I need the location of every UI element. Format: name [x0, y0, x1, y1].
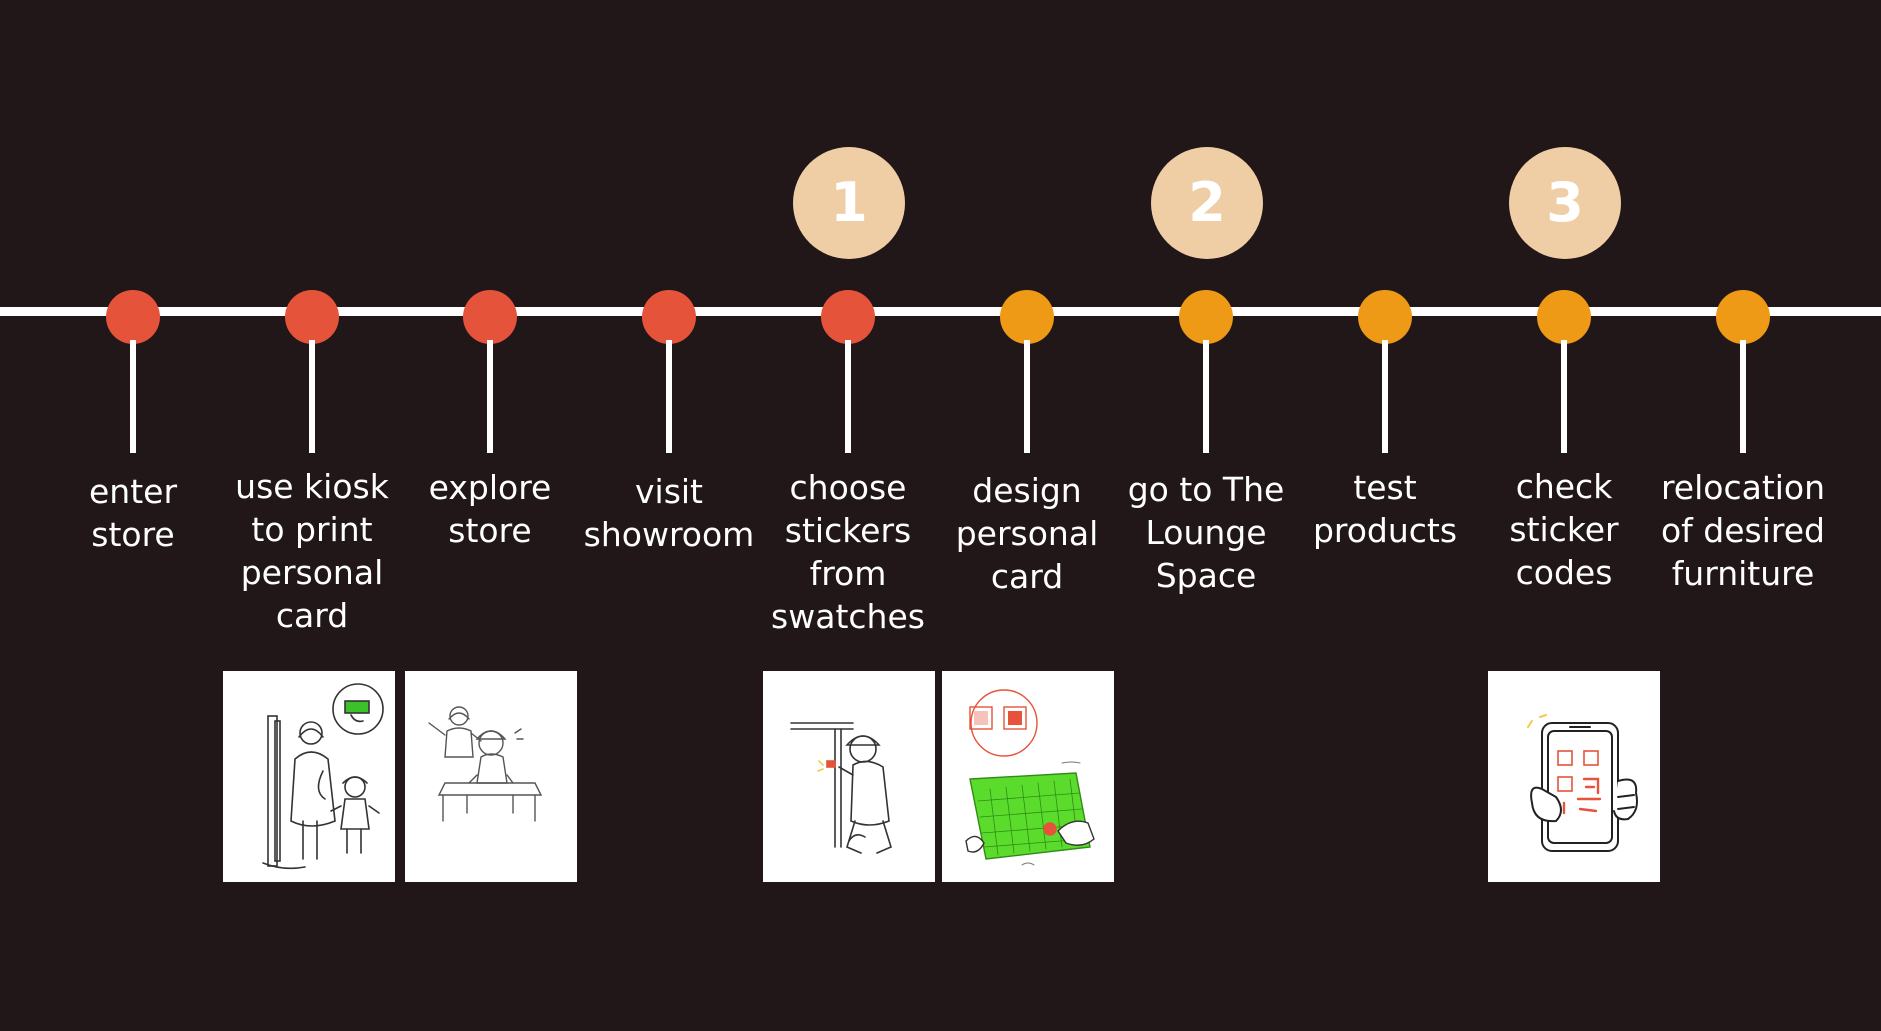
step-label: relocation of desired furniture — [1646, 466, 1840, 595]
timeline-stem — [130, 340, 136, 453]
step-test-products: test products — [1300, 0, 1470, 1031]
timeline-node — [642, 290, 696, 344]
timeline-stem — [1740, 340, 1746, 453]
step-relocation: relocation of desired furniture — [1658, 0, 1828, 1031]
step-label: go to The Lounge Space — [1109, 468, 1303, 597]
timeline-stem — [487, 340, 493, 453]
timeline-node — [1000, 290, 1054, 344]
timeline-node — [1537, 290, 1591, 344]
step-enter-store: enter store — [48, 0, 218, 1031]
kiosk-illustration — [223, 671, 395, 882]
timeline-stem — [309, 340, 315, 453]
timeline-node — [1358, 290, 1412, 344]
sticker-swatch-illustration — [763, 671, 935, 882]
timeline-stem — [666, 340, 672, 453]
timeline-stem — [1024, 340, 1030, 453]
scan-code-illustration — [1488, 671, 1660, 882]
timeline-node — [821, 290, 875, 344]
timeline-node — [285, 290, 339, 344]
step-label: test products — [1288, 466, 1482, 552]
step-label: use kiosk to print personal card — [215, 465, 409, 637]
step-label: enter store — [36, 470, 230, 556]
step-label: explore store — [393, 466, 587, 552]
step-lounge-space: go to The Lounge Space — [1121, 0, 1291, 1031]
design-card-illustration — [942, 671, 1114, 882]
timeline-node — [106, 290, 160, 344]
step-label: choose stickers from swatches — [751, 466, 945, 638]
timeline-stem — [1561, 340, 1567, 453]
timeline-node — [1179, 290, 1233, 344]
explore-store-illustration — [405, 671, 577, 882]
timeline-stem — [1382, 340, 1388, 453]
step-visit-showroom: visit showroom — [584, 0, 754, 1031]
step-label: visit showroom — [572, 470, 766, 556]
timeline-node — [1716, 290, 1770, 344]
step-label: design personal card — [930, 469, 1124, 598]
step-label: check sticker codes — [1467, 465, 1661, 594]
timeline-stem — [845, 340, 851, 453]
timeline-node — [463, 290, 517, 344]
timeline-stem — [1203, 340, 1209, 453]
